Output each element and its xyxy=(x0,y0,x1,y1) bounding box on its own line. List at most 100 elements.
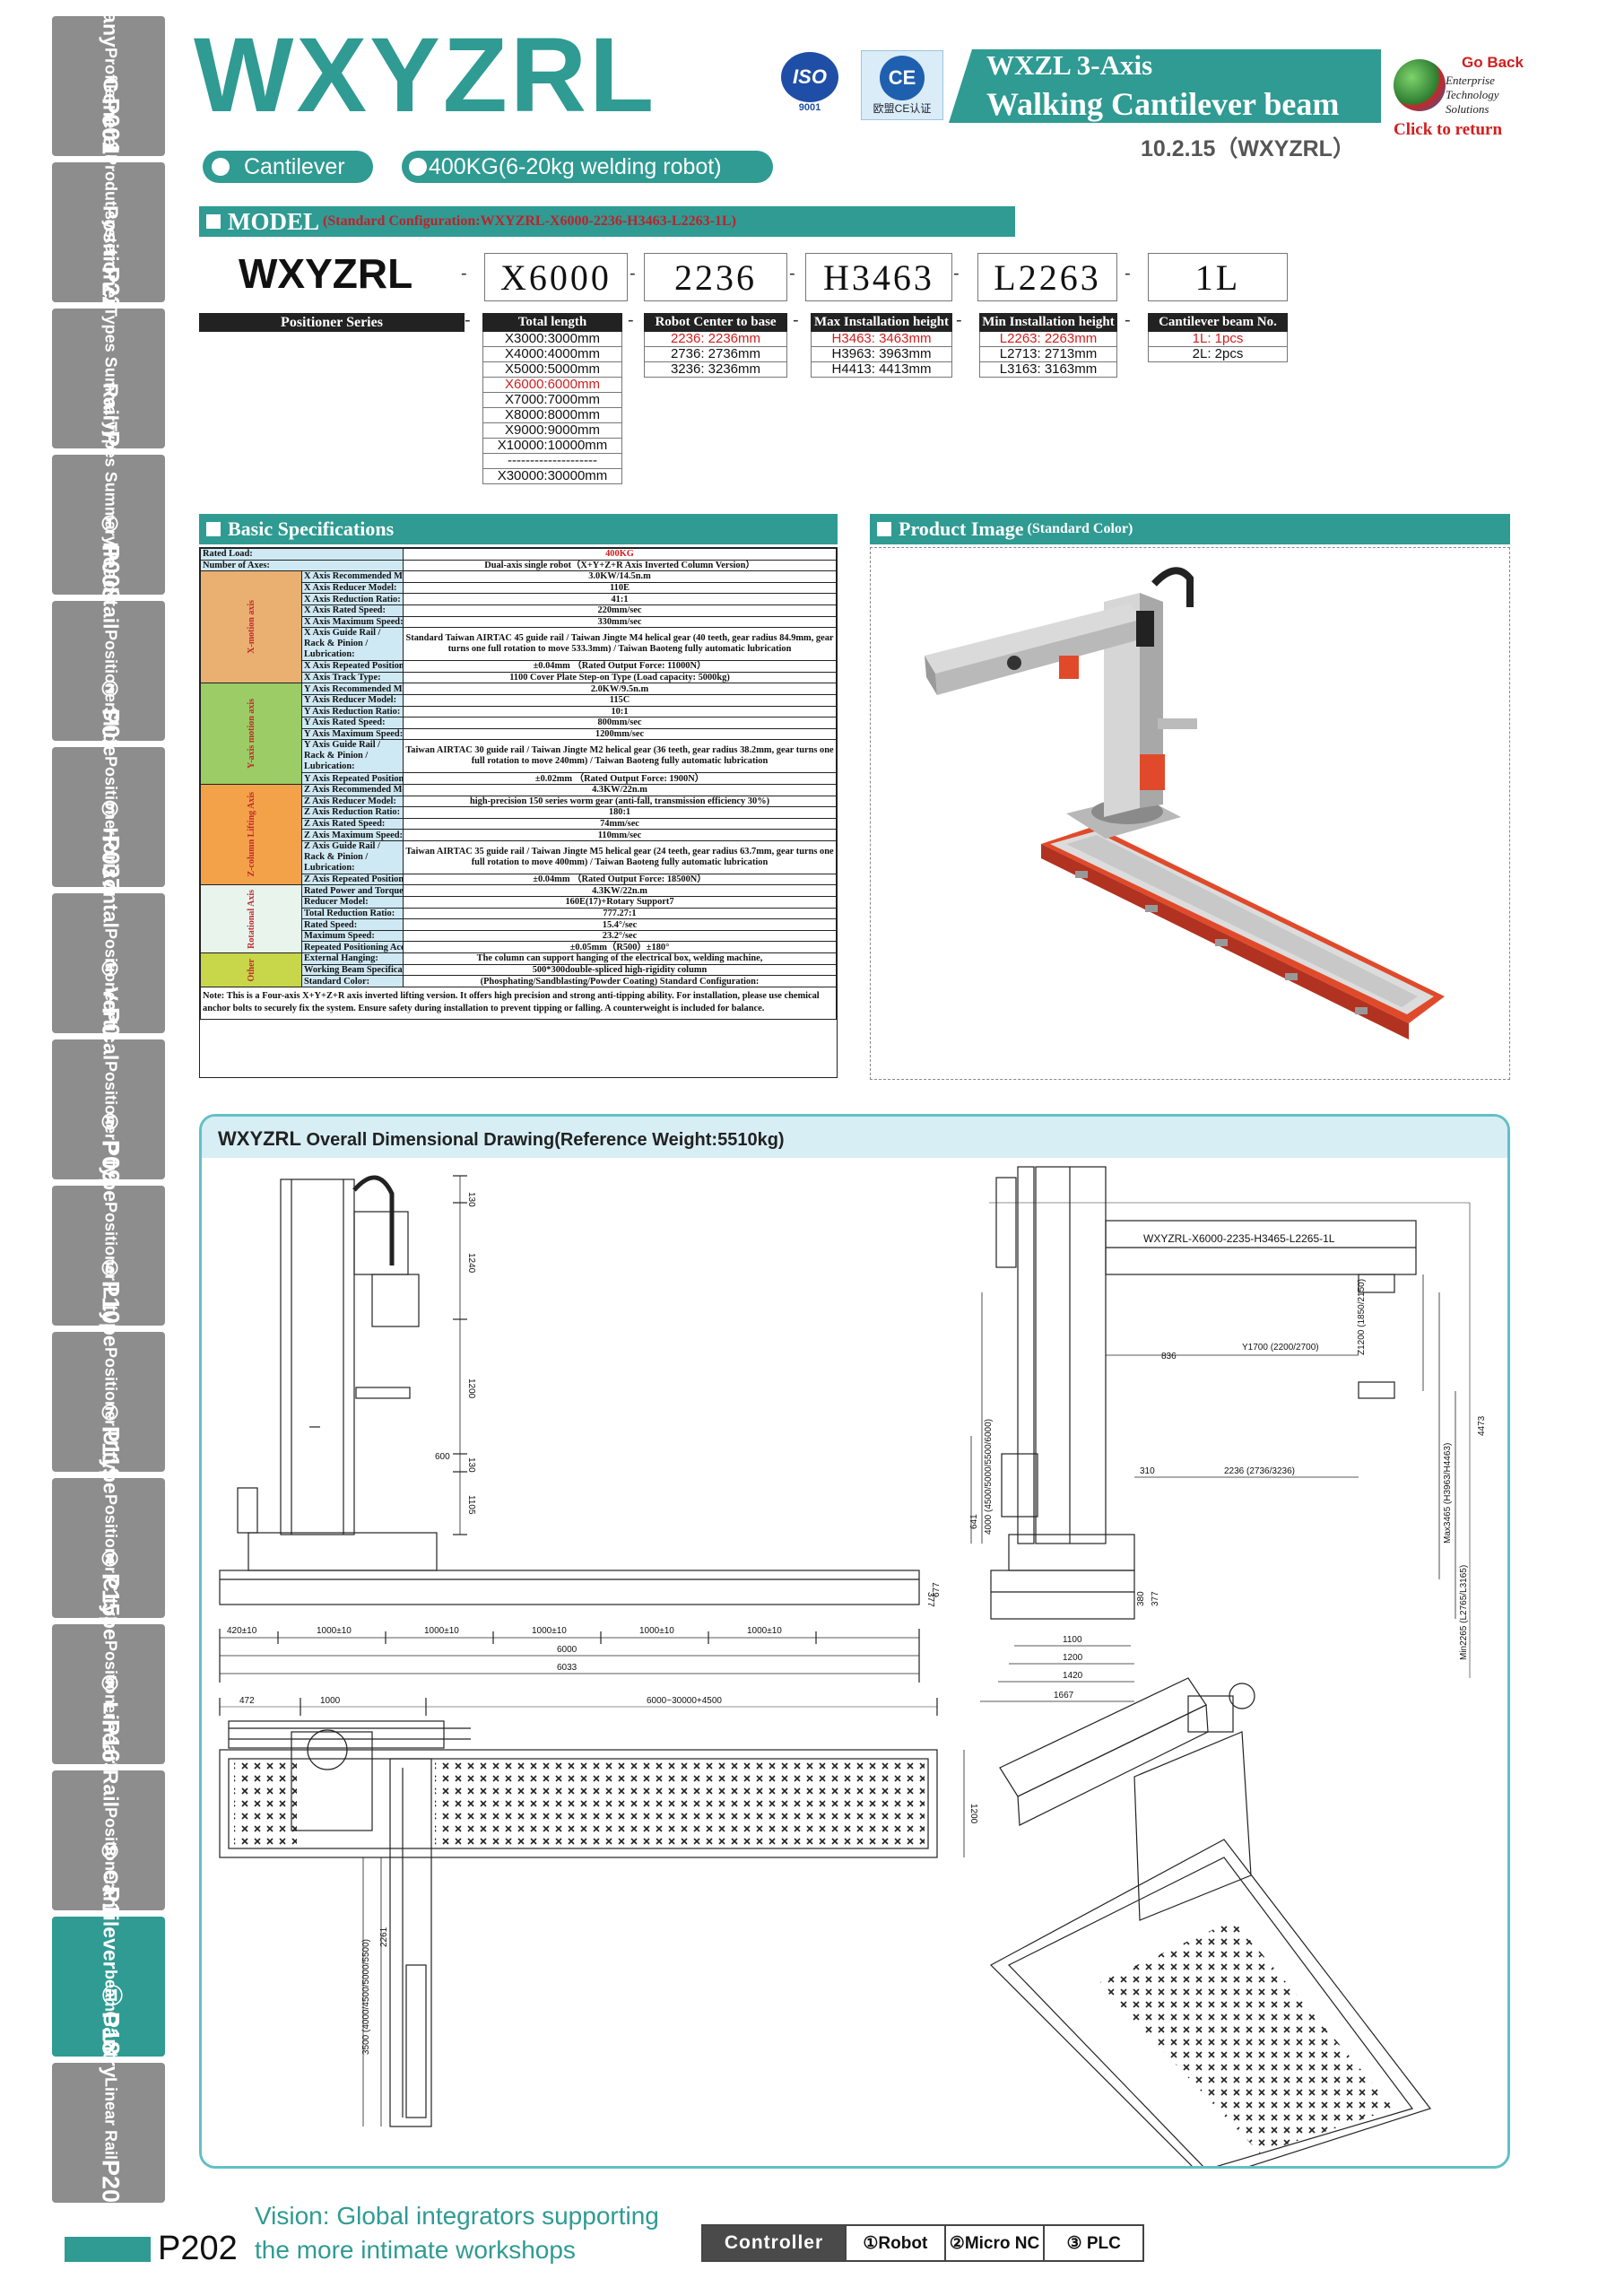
go-back-button[interactable]: Go Back Enterprise Technology Solutions … xyxy=(1392,47,1535,145)
sidebar-tab[interactable]: ② SlidePositionerP037-P057 xyxy=(52,678,165,956)
spec-value: 41:1 xyxy=(403,593,837,605)
sidebar-tab[interactable]: CompanyProfileP001-P001 xyxy=(52,0,165,219)
ce-logo: CE xyxy=(880,55,925,100)
side-motor xyxy=(353,1211,409,1275)
model-section-header: MODEL (Standard Configuration:WXYZRL-X60… xyxy=(199,206,1015,237)
dim-front-380: 380 xyxy=(1136,1591,1146,1606)
iso-motor xyxy=(1187,1695,1234,1733)
sidebar-tab[interactable]: ① Head-tailPositionerP011-P036 xyxy=(52,513,165,829)
spec-label: Z Axis Reduction Ratio: xyxy=(301,806,404,819)
dim-front-1200: 1200 xyxy=(1063,1653,1083,1663)
controller-robot-button[interactable]: ①Robot xyxy=(845,2226,944,2260)
spec-label: Z Axis Guide Rail / Rack & Pinion / Lubr… xyxy=(301,839,404,874)
spec-row: Total Reduction Ratio:777.27:1 xyxy=(201,907,837,920)
sidebar-tab[interactable]: GeneralProdut systemP222-P222 xyxy=(52,77,165,387)
spec-label: Reducer Model: xyxy=(301,896,404,909)
sidebar-tab[interactable]: ⑧ C typePositionerP163-P169 xyxy=(52,1548,165,1840)
spec-value: 330mm/sec xyxy=(403,615,837,629)
spec-row: X Axis Track Type:1100 Cover Plate Step-… xyxy=(201,671,837,684)
sidebar-tab[interactable]: ⑪ GantryLinear RailP205-P221 xyxy=(52,1985,165,2281)
spec-section-header: Basic Specifications xyxy=(199,514,838,544)
spec-label: X Axis Reduction Ratio: xyxy=(301,593,404,605)
top-deck-hatch-1 xyxy=(234,1762,297,1845)
option-item: X4000:4000mm xyxy=(482,347,622,362)
spec-row: Number of Axes:Dual-axis single robot（X+… xyxy=(200,559,837,572)
front-controller xyxy=(1001,1453,1038,1518)
sidebar-tab-label: ⑥ L type xyxy=(99,1257,123,1348)
go-back-label: Go Back xyxy=(1462,54,1524,71)
controller-label: Controller xyxy=(703,2226,845,2260)
arm-port xyxy=(1007,656,1021,670)
spec-label: Repeated Positioning Accuracy: xyxy=(301,941,404,954)
spec-row: Z Axis Maximum Speed:110mm/sec xyxy=(201,829,837,841)
spec-value: 800mm/sec xyxy=(403,717,837,729)
spec-row: Repeated Positioning Accuracy:±0.05mm（R5… xyxy=(201,941,837,954)
version-label: 10.2.15（WXYZRL） xyxy=(1141,136,1355,161)
spec-value: Dual-axis single robot（X+Y+Z+R Axis Inve… xyxy=(403,559,837,572)
top-column-head xyxy=(291,1731,373,1831)
spec-note: Note: This is a Four-axis X+Y+Z+R axis i… xyxy=(200,986,837,1020)
footer-accent-block xyxy=(65,2237,151,2262)
spec-label: X Axis Guide Rail / Rack & Pinion / Lubr… xyxy=(301,627,404,662)
model-code-min-height: L2263 xyxy=(977,253,1117,301)
side-electric-box xyxy=(371,1274,420,1327)
spec-group-text: Other xyxy=(246,958,256,982)
spec-label: External Hanging: xyxy=(301,952,404,965)
drawing-header: WXYZRL Overall Dimensional Drawing(Refer… xyxy=(202,1117,1507,1158)
go-back-word-2: Technology xyxy=(1446,88,1499,101)
dim-side-total1: 6000 xyxy=(557,1645,578,1655)
sidebar-tab[interactable]: RailTypes SummaryP008-P010 xyxy=(52,383,165,666)
dim-side-v2: 1240 xyxy=(466,1253,476,1274)
sidebar-tab-sublabel: Types Summary xyxy=(101,306,120,430)
dim-front-677: 677 xyxy=(932,1582,942,1597)
cantilever-render xyxy=(925,567,1445,1039)
sidebar-tab-sublabel: Produt system xyxy=(101,153,120,266)
side-cable xyxy=(352,1175,395,1265)
spec-value: Standard Taiwan AIRTAC 45 guide rail / T… xyxy=(403,627,837,662)
model-standard-config: (Standard Configuration:WXYZRL-X6000-223… xyxy=(323,213,736,229)
spec-value: 220mm/sec xyxy=(403,604,837,617)
spec-value: 110mm/sec xyxy=(403,829,837,841)
iso-rail xyxy=(990,1839,1431,2166)
rail-feet xyxy=(1075,871,1368,1014)
square-bullet-icon xyxy=(877,522,891,536)
spec-value: 3.0KW/14.5n.m xyxy=(403,570,837,583)
sidebar-tab-label: ⑧ C type xyxy=(99,1548,123,1640)
drawing-model-label: WXYZRL-X6000-2235-H3465-L2265-1L xyxy=(1143,1232,1335,1245)
dimensional-drawing-frame: WXYZRL Overall Dimensional Drawing(Refer… xyxy=(199,1114,1510,2169)
vision-line-1: Vision: Global integrators supporting xyxy=(255,2202,659,2230)
sidebar-tab-label: ③ Horizontal xyxy=(99,798,123,928)
sidebar-tab-sublabel: Profile xyxy=(101,47,120,98)
spec-value: 180:1 xyxy=(403,806,837,819)
top-rail xyxy=(219,1749,938,1858)
option-item: 2736: 2736mm xyxy=(644,347,787,362)
model-dash: - xyxy=(630,264,636,283)
model-code-brand: WXYZRL xyxy=(239,250,413,297)
spec-label: Maximum Speed: xyxy=(301,929,404,943)
spec-row: X Axis Guide Rail / Rack & Pinion / Lubr… xyxy=(201,627,837,662)
spec-row: Maximum Speed:23.2°/sec xyxy=(201,929,837,943)
spec-note-row: Note: This is a Four-axis X+Y+Z+R axis i… xyxy=(200,986,837,1020)
iso-motor-cap xyxy=(1229,1683,1255,1709)
spec-value: 400KG xyxy=(403,548,837,561)
motor xyxy=(1136,611,1154,647)
square-bullet-icon xyxy=(206,522,221,536)
controller-plc-button[interactable]: ③ PLC xyxy=(1043,2226,1142,2260)
dim-side-h1: 420±10 xyxy=(227,1626,257,1636)
column-front xyxy=(1104,593,1140,817)
spec-row: Z Axis Reducer Model:high-precision 150 … xyxy=(201,795,837,808)
option-item: X10000:10000mm xyxy=(482,439,622,454)
spec-value: 110E xyxy=(403,581,837,595)
spec-value: ±0.04mm （Rated Output Force: 11000N） xyxy=(403,660,837,673)
spec-label: X Axis Track Type: xyxy=(301,671,404,684)
click-to-return-link[interactable]: Click to return xyxy=(1394,120,1503,139)
spec-row: Z Axis Repeated Positioning Accuracy:±0.… xyxy=(201,873,837,886)
spec-value: 74mm/sec xyxy=(403,817,837,831)
dim-side-h3: 1000±10 xyxy=(424,1626,459,1636)
spec-value: 160E(17)+Rotary Support7 xyxy=(403,896,837,909)
controller-micro-nc-button[interactable]: ②Micro NC xyxy=(943,2226,1044,2260)
spec-row: Rated Load:400KG xyxy=(200,548,837,561)
sidebar-tab-label: ⑪ Gantry xyxy=(99,1984,123,2078)
vision-line-2: the more intimate workshops xyxy=(255,2236,576,2264)
